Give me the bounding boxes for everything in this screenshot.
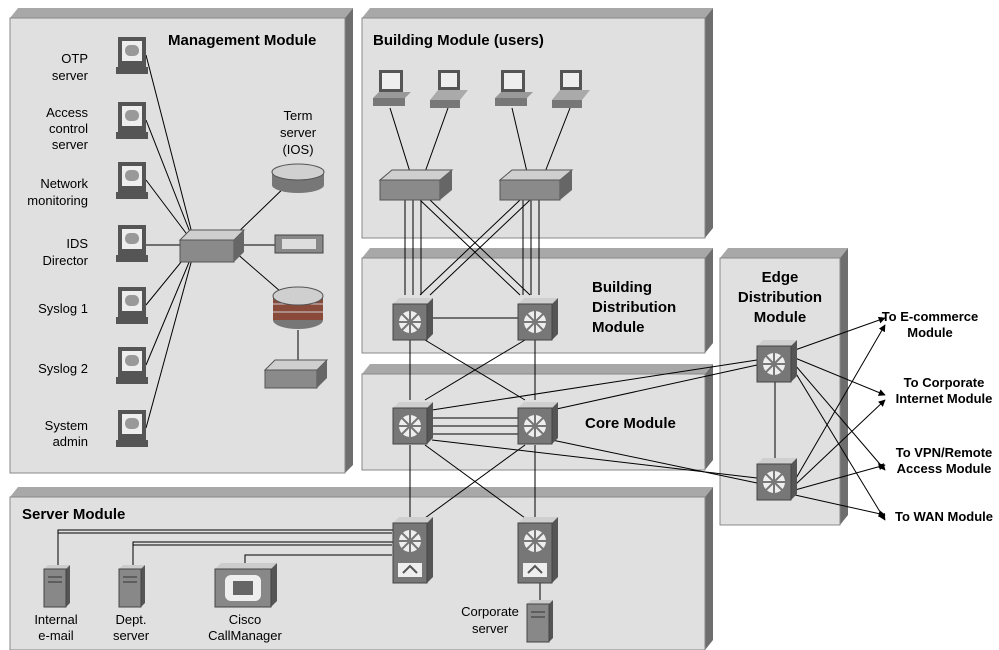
workgroup-switch-icon — [263, 359, 329, 389]
corporate-internet-label-1: To Corporate — [904, 375, 985, 390]
multilayer-switch-icon — [517, 402, 558, 445]
syslog1-label: Syslog 1 — [38, 301, 88, 316]
building-distribution-title-1: Building — [592, 279, 652, 296]
network-monitoring-label-2: monitoring — [27, 193, 88, 208]
access-control-label-1: Access — [46, 105, 88, 120]
computer-icon — [116, 287, 148, 324]
building-module-title: Building Module (users) — [373, 32, 544, 49]
vpn-remote-label-2: Access Module — [897, 461, 992, 476]
wan-module-label: To WAN Module — [895, 509, 993, 524]
vpn-remote-label-1: To VPN/Remote — [896, 445, 993, 460]
access-control-label-3: server — [52, 137, 89, 152]
computer-icon — [116, 225, 148, 262]
edge-distribution-title-3: Module — [754, 309, 807, 326]
callmanager-label-1: Cisco — [229, 612, 262, 627]
corporate-server-label-1: Corporate — [461, 604, 519, 619]
workgroup-switch-icon — [498, 169, 574, 201]
dept-server-label-2: server — [113, 628, 150, 643]
system-admin-label-1: System — [45, 418, 88, 433]
ecommerce-label-1: To E-commerce — [882, 309, 979, 324]
multilayer-switch-icon — [756, 340, 797, 383]
internal-email-label-2: e-mail — [38, 628, 74, 643]
building-user-devices — [373, 70, 590, 108]
term-server-label-3: (IOS) — [282, 142, 313, 157]
syslog2-label: Syslog 2 — [38, 361, 88, 376]
network-monitoring-label-1: Network — [40, 176, 88, 191]
building-distribution-title-2: Distribution — [592, 299, 676, 316]
server-tower-icon — [43, 565, 70, 608]
multilayer-switch-ids-icon — [517, 517, 558, 584]
building-distribution-title-3: Module — [592, 319, 645, 336]
otp-server-label-2: server — [52, 68, 89, 83]
server-module-devices — [43, 563, 553, 643]
corporate-server-label-2: server — [472, 621, 509, 636]
computer-icon — [116, 347, 148, 384]
computer-icon — [116, 102, 148, 139]
ecommerce-label-2: Module — [907, 325, 953, 340]
management-labels: OTP server Access control server Network… — [27, 51, 316, 449]
server-tower-icon — [526, 600, 553, 643]
access-control-label-2: control — [49, 121, 88, 136]
multilayer-switch-ids-icon — [392, 517, 433, 584]
multilayer-switch-icon — [392, 298, 433, 341]
ip-phone-icon — [430, 70, 468, 108]
building-module-panel: Building Module (users) — [361, 8, 713, 239]
server-tower-icon — [118, 565, 145, 608]
term-server-label-2: server — [280, 125, 317, 140]
ip-phone-icon — [552, 70, 590, 108]
term-server-label-1: Term — [284, 108, 313, 123]
computer-icon — [116, 162, 148, 199]
callmanager-label-2: CallManager — [208, 628, 282, 643]
multilayer-switch-icon — [517, 298, 558, 341]
workgroup-switch-icon — [178, 229, 246, 263]
ids-sensor-icon — [274, 234, 324, 254]
corporate-internet-label-2: Internet Module — [896, 391, 993, 406]
multilayer-switch-icon — [392, 402, 433, 445]
system-admin-label-2: admin — [53, 434, 88, 449]
otp-server-label-1: OTP — [61, 51, 88, 66]
workgroup-switch-icon — [378, 169, 454, 201]
server-labels: Internal e-mail Dept. server Cisco CallM… — [34, 604, 519, 643]
edge-distribution-title-1: Edge — [762, 269, 799, 286]
callmanager-icon — [214, 563, 277, 608]
server-module-title: Server Module — [22, 506, 125, 523]
building-access-switches — [378, 169, 574, 201]
dept-server-label-1: Dept. — [115, 612, 146, 627]
computer-icon — [116, 410, 148, 447]
management-module-title: Management Module — [168, 32, 316, 49]
edge-distribution-title-2: Distribution — [738, 289, 822, 306]
core-module-title: Core Module — [585, 415, 676, 432]
multilayer-switches — [392, 298, 797, 584]
ids-director-label-1: IDS — [66, 236, 88, 251]
multilayer-switch-icon — [756, 458, 797, 501]
pc-icon — [373, 70, 411, 106]
internal-email-label-1: Internal — [34, 612, 77, 627]
pc-icon — [495, 70, 533, 106]
destination-labels: To E-commerce Module To Corporate Intern… — [882, 309, 993, 524]
ids-director-label-2: Director — [42, 253, 88, 268]
router-icon — [271, 163, 325, 193]
computer-icon — [116, 37, 148, 74]
management-computers — [116, 37, 148, 447]
firewall-icon — [272, 286, 324, 329]
